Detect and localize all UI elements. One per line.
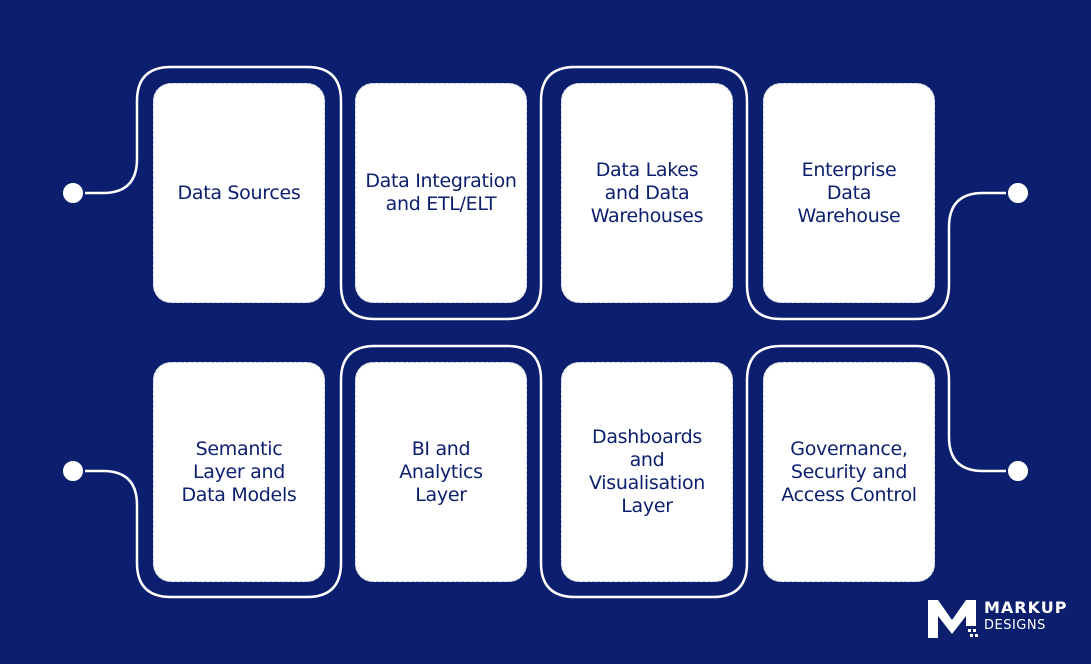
brand-logo: MARKUP DESIGNS [926,596,1076,640]
step-box-data-lakes: Data Lakes and Data Warehouses [561,83,733,303]
markup-m-logo-icon [928,600,978,638]
endpoint-dot-row2-left [61,459,85,483]
endpoint-dot-row2-right [1006,459,1030,483]
step-box-enterprise-warehouse: Enterprise Data Warehouse [763,83,935,303]
step-box-dashboards: Dashboards and Visualisation Layer [561,362,733,582]
brand-name: MARKUP [984,598,1068,617]
step-box-semantic-layer: Semantic Layer and Data Models [153,362,325,582]
step-box-bi-analytics: BI and Analytics Layer [355,362,527,582]
step-label: Dashboards and Visualisation Layer [588,426,706,517]
step-box-governance: Governance, Security and Access Control [763,362,935,582]
step-label: Data Sources [177,181,301,204]
flow-line-row2-start [71,344,1020,599]
step-label: Governance, Security and Access Control [781,437,917,506]
brand-subname: DESIGNS [984,618,1046,633]
endpoint-dot-row1-left [61,181,85,205]
step-label: Enterprise Data Warehouse [797,158,901,227]
step-label: Data Integration and ETL/ELT [365,170,517,215]
endpoint-dot-row1-right [1006,181,1030,205]
step-label: BI and Analytics Layer [399,437,483,506]
step-box-data-integration: Data Integration and ETL/ELT [355,83,527,303]
flow-line-row1-start [71,65,1020,321]
step-label: Data Lakes and Data Warehouses [590,158,704,227]
step-box-data-sources: Data Sources [153,83,325,303]
step-label: Semantic Layer and Data Models [181,437,297,506]
